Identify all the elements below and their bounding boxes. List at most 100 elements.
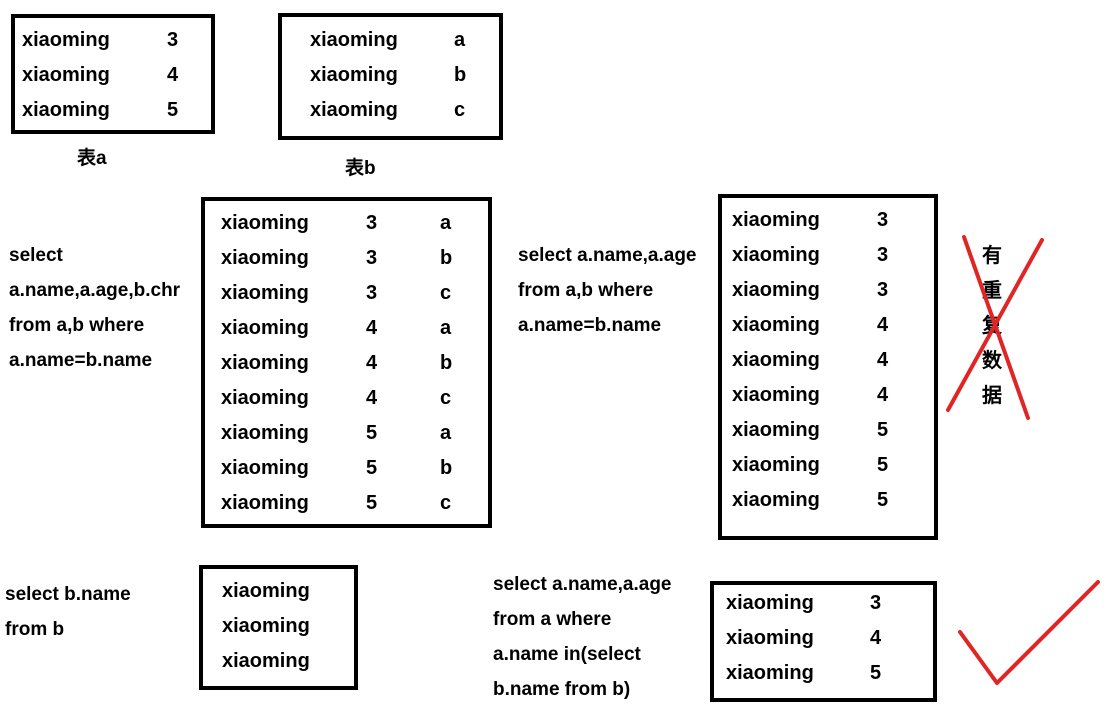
table-b-cell: b [454,64,467,86]
in-subquery-cell: xiaoming [726,662,814,684]
table-a-box: xiaoming 3 xiaoming 4 xiaoming 5 [11,14,215,134]
in-subquery-cell: xiaoming [726,592,814,614]
cartesian-cell: 5 [366,492,378,514]
table-b-box: xiaoming a xiaoming b xiaoming c [278,13,503,140]
join-result-box: xiaoming 3 xiaoming 3 xiaoming 3 xiaomin… [718,194,938,540]
join-cell: xiaoming [732,279,820,301]
cartesian-cell: xiaoming [221,387,309,409]
table-a-cell: xiaoming [22,99,110,121]
cartesian-cell: b [440,457,453,479]
cartesian-cell: xiaoming [221,352,309,374]
red-cross-icon [946,235,1044,420]
sql-line: select a.name,a.age [493,574,672,595]
join-cell: xiaoming [732,419,820,441]
sql-b-name: select b.name from b [5,583,131,653]
table-a-caption: 表a [77,148,107,169]
join-cell: 4 [877,349,889,371]
b-name-cell: xiaoming [222,580,310,602]
note-char: 据 [982,385,1002,407]
cartesian-cell: xiaoming [221,282,309,304]
sql-line: a.name=b.name [518,315,662,336]
sql-line: a.name=b.name [9,350,153,371]
join-cell: xiaoming [732,244,820,266]
join-cell: 5 [877,489,889,511]
in-subquery-cell: xiaoming [726,627,814,649]
join-cell: 5 [877,454,889,476]
sql-line: from b [5,619,65,640]
sql-line: select [9,245,63,266]
b-name-cell: xiaoming [222,615,310,637]
join-cell: 4 [877,314,889,336]
cartesian-result-box: xiaoming 3 a xiaoming 3 b xiaoming 3 c x… [201,197,492,528]
cartesian-cell: c [440,282,452,304]
table-b-cell: xiaoming [310,64,398,86]
cross-stroke [962,235,1030,420]
in-subquery-cell: 3 [870,592,882,614]
b-name-result-box: xiaoming xiaoming xiaoming [199,565,358,690]
cartesian-cell: xiaoming [221,212,309,234]
table-b-cell: xiaoming [310,29,398,51]
sql-cartesian: select a.name,a.age,b.chr from a,b where… [9,244,201,384]
cartesian-cell: a [440,212,452,234]
cartesian-cell: a [440,317,452,339]
sql-line: a.name,a.age,b.chr [9,280,181,301]
sql-line: from a,b where [9,315,145,336]
table-a-cell: xiaoming [22,64,110,86]
cartesian-cell: c [440,387,452,409]
join-cell: 4 [877,384,889,406]
table-a-cell: 4 [167,64,179,86]
table-b-cell: xiaoming [310,99,398,121]
cartesian-cell: xiaoming [221,317,309,339]
duplicate-data-note: 有 重 复 数 据 [980,244,1004,419]
table-b-cell: a [454,29,466,51]
join-cell: xiaoming [732,349,820,371]
table-b-cell: c [454,99,466,121]
join-cell: 3 [877,244,889,266]
sql-line: select a.name,a.age [518,245,697,266]
note-char: 数 [982,350,1002,372]
cartesian-cell: 5 [366,457,378,479]
sql-line: from a,b where [518,280,654,301]
table-b-caption: 表b [345,158,376,179]
join-cell: xiaoming [732,454,820,476]
sql-join: select a.name,a.age from a,b where a.nam… [518,244,718,349]
cartesian-cell: 4 [366,317,378,339]
table-a-cell: 5 [167,99,179,121]
sql-line: b.name from b) [493,679,631,700]
sql-line: a.name in(select [493,644,641,665]
join-cell: xiaoming [732,209,820,231]
cartesian-cell: xiaoming [221,247,309,269]
join-cell: xiaoming [732,314,820,336]
cartesian-cell: xiaoming [221,457,309,479]
join-cell: xiaoming [732,489,820,511]
in-subquery-result-box: xiaoming 3 xiaoming 4 xiaoming 5 [710,581,937,702]
b-name-cell: xiaoming [222,650,310,672]
cartesian-cell: 3 [366,247,378,269]
cartesian-cell: xiaoming [221,492,309,514]
cross-stroke [946,238,1044,412]
sql-line: from a where [493,609,612,630]
cartesian-cell: 3 [366,282,378,304]
table-a-cell: xiaoming [22,29,110,51]
cartesian-cell: c [440,492,452,514]
cartesian-cell: a [440,422,452,444]
cartesian-cell: 4 [366,352,378,374]
sql-in-subquery: select a.name,a.age from a where a.name … [493,573,672,713]
in-subquery-cell: 4 [870,627,882,649]
join-cell: 3 [877,209,889,231]
in-subquery-cell: 5 [870,662,882,684]
join-cell: 5 [877,419,889,441]
cartesian-cell: b [440,247,453,269]
table-a-cell: 3 [167,29,179,51]
join-cell: xiaoming [732,384,820,406]
cartesian-cell: xiaoming [221,422,309,444]
note-char: 有 [982,245,1002,267]
join-cell: 3 [877,279,889,301]
red-check-icon [958,580,1100,685]
cartesian-cell: b [440,352,453,374]
cartesian-cell: 4 [366,387,378,409]
cartesian-cell: 3 [366,212,378,234]
sql-line: select b.name [5,584,131,605]
cartesian-cell: 5 [366,422,378,444]
